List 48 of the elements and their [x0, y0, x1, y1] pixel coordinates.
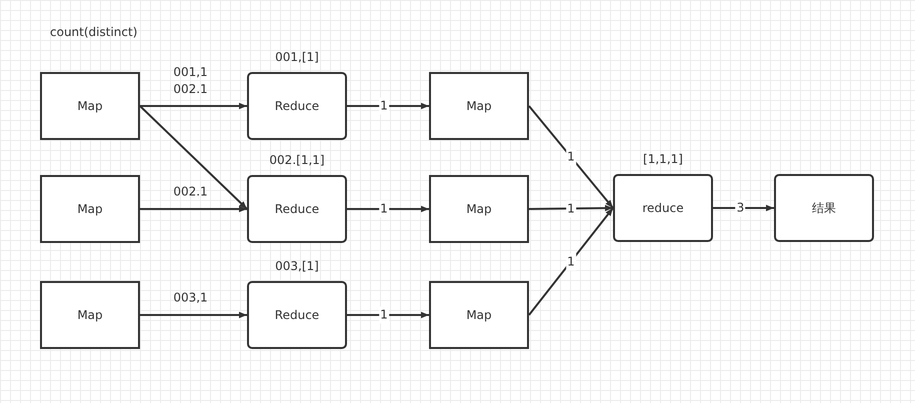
node-label: reduce — [642, 201, 684, 215]
edge-label: 002.1 — [172, 184, 209, 200]
arrow — [347, 206, 429, 212]
node-label: Map — [77, 99, 103, 113]
arrow — [528, 105, 614, 209]
node-label: Map — [77, 202, 103, 216]
node-label: Reduce — [274, 308, 320, 322]
arrow — [140, 206, 247, 212]
node-caption: 003,[1] — [275, 259, 319, 273]
arrow — [140, 312, 247, 318]
node-label: Map — [466, 99, 492, 113]
process-box — [40, 281, 140, 349]
edge-label: 1 — [566, 253, 576, 270]
node-label: Reduce — [274, 99, 320, 113]
process-box — [774, 174, 874, 242]
process-box — [613, 174, 713, 242]
edge-label: 1 — [379, 200, 389, 218]
node-label: Map — [77, 308, 103, 322]
process-box — [40, 175, 140, 243]
arrow — [347, 102, 429, 110]
arrow — [528, 204, 614, 212]
edge-label: 3 — [736, 200, 746, 216]
edge-label: 1 — [379, 98, 389, 114]
edge-label: 1 — [379, 306, 389, 324]
node-caption: 001,[1] — [275, 50, 319, 64]
arrow — [528, 207, 614, 316]
process-box — [247, 175, 347, 243]
process-box — [40, 72, 140, 140]
edge-label: 003,1 — [172, 290, 209, 306]
process-box — [429, 72, 529, 140]
node-label: Reduce — [274, 202, 320, 216]
edge-label: 1 — [566, 148, 576, 166]
node-caption: 002.[1,1] — [269, 153, 325, 167]
edge-label: 1 — [566, 200, 576, 217]
node-label: 结果 — [812, 200, 836, 216]
arrow — [713, 204, 774, 212]
process-box — [429, 175, 529, 243]
diagram-title: count(distinct) — [50, 25, 138, 39]
node-label: Map — [466, 202, 492, 216]
arrow — [139, 105, 248, 210]
node-caption: [1,1,1] — [643, 152, 683, 166]
arrow — [347, 312, 429, 318]
arrow — [140, 102, 247, 110]
process-box — [247, 281, 347, 349]
process-box — [429, 281, 529, 349]
edge-label: 001,1 002.1 — [172, 64, 209, 98]
node-label: Map — [466, 308, 492, 322]
process-box — [247, 72, 347, 140]
